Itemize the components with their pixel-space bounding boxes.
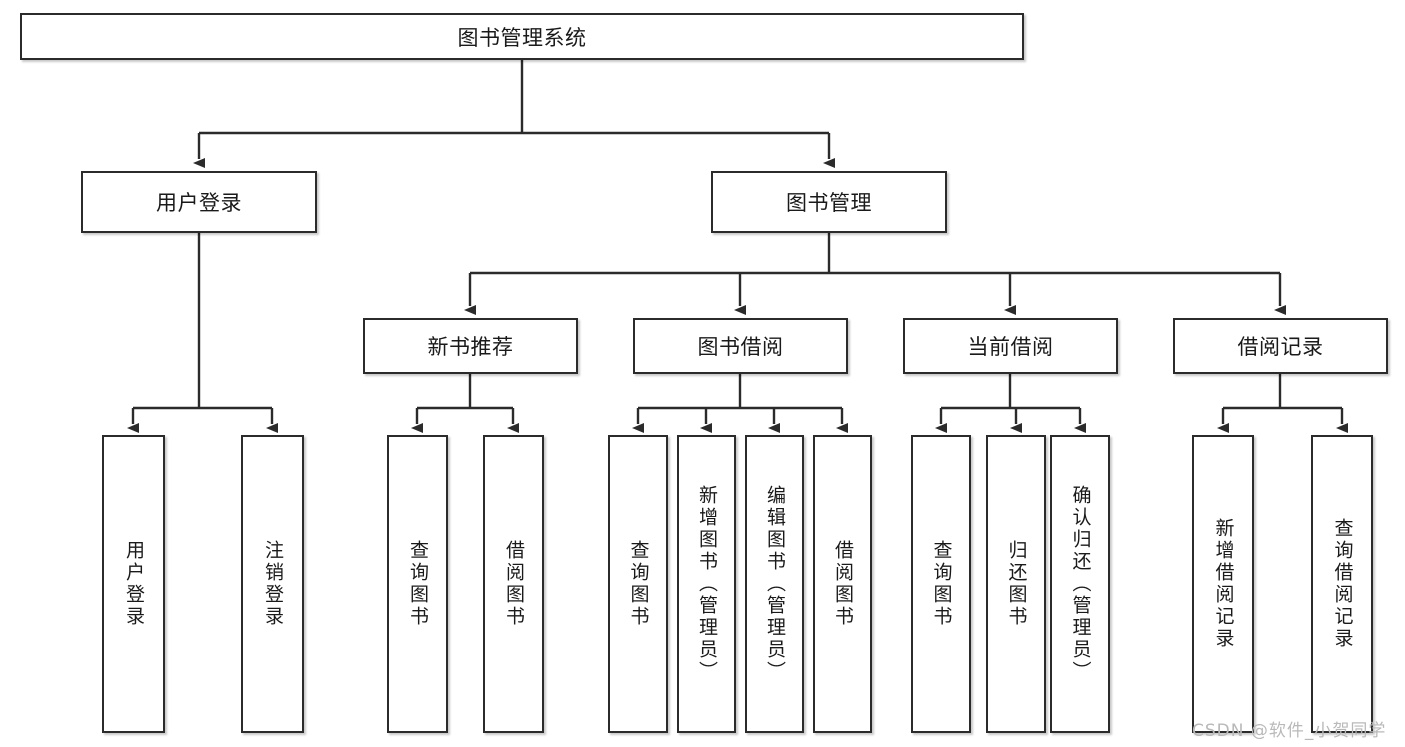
node-leaf-query-book-borrow[interactable]: 查询图书 <box>608 435 668 733</box>
node-leaf-query-book-cur-label: 查询图书 <box>930 540 953 628</box>
node-leaf-edit-book-admin-label: 编辑图书（管理员） <box>764 485 786 683</box>
node-leaf-add-book-admin-label: 新增图书（管理员） <box>696 485 718 683</box>
node-root-label: 图书管理系统 <box>457 25 587 50</box>
node-leaf-borrow-book-rec[interactable]: 借阅图书 <box>483 435 544 733</box>
node-current-borrow-label: 当前借阅 <box>967 335 1054 359</box>
node-leaf-edit-book-admin[interactable]: 编辑图书（管理员） <box>745 435 804 733</box>
node-new-book-recommend[interactable]: 新书推荐 <box>363 318 578 374</box>
node-book-manage-label: 图书管理 <box>786 191 872 215</box>
node-borrow-record-label: 借阅记录 <box>1237 335 1324 359</box>
node-leaf-add-borrow-record-label: 新增借阅记录 <box>1212 518 1235 650</box>
node-leaf-return-book-label: 归还图书 <box>1005 540 1028 628</box>
node-user-login-label: 用户登录 <box>156 191 242 215</box>
node-book-borrow[interactable]: 图书借阅 <box>633 318 848 374</box>
node-leaf-logout[interactable]: 注销登录 <box>241 435 304 733</box>
node-leaf-borrow-book-label: 借阅图书 <box>832 540 854 628</box>
node-leaf-user-login-label: 用户登录 <box>123 540 145 628</box>
node-book-manage[interactable]: 图书管理 <box>711 171 947 233</box>
node-current-borrow[interactable]: 当前借阅 <box>903 318 1118 374</box>
node-book-borrow-label: 图书借阅 <box>697 335 784 359</box>
node-root[interactable]: 图书管理系统 <box>20 13 1024 60</box>
node-leaf-borrow-book[interactable]: 借阅图书 <box>813 435 872 733</box>
node-borrow-record[interactable]: 借阅记录 <box>1173 318 1388 374</box>
node-leaf-confirm-return-admin[interactable]: 确认归还（管理员） <box>1050 435 1110 733</box>
node-leaf-logout-label: 注销登录 <box>262 540 284 628</box>
node-user-login[interactable]: 用户登录 <box>81 171 317 233</box>
node-leaf-query-book-cur[interactable]: 查询图书 <box>911 435 971 733</box>
node-new-book-recommend-label: 新书推荐 <box>427 335 514 359</box>
node-leaf-query-book-rec[interactable]: 查询图书 <box>387 435 448 733</box>
node-leaf-add-borrow-record[interactable]: 新增借阅记录 <box>1192 435 1254 733</box>
node-leaf-borrow-book-rec-label: 借阅图书 <box>503 540 525 628</box>
node-leaf-return-book[interactable]: 归还图书 <box>986 435 1046 733</box>
node-leaf-query-borrow-record-label: 查询借阅记录 <box>1331 518 1354 650</box>
node-leaf-confirm-return-admin-label: 确认归还（管理员） <box>1069 485 1092 683</box>
node-leaf-query-book-borrow-label: 查询图书 <box>627 540 650 628</box>
node-leaf-query-book-rec-label: 查询图书 <box>407 540 429 628</box>
node-leaf-query-borrow-record[interactable]: 查询借阅记录 <box>1311 435 1373 733</box>
node-leaf-user-login[interactable]: 用户登录 <box>102 435 165 733</box>
node-leaf-add-book-admin[interactable]: 新增图书（管理员） <box>677 435 736 733</box>
